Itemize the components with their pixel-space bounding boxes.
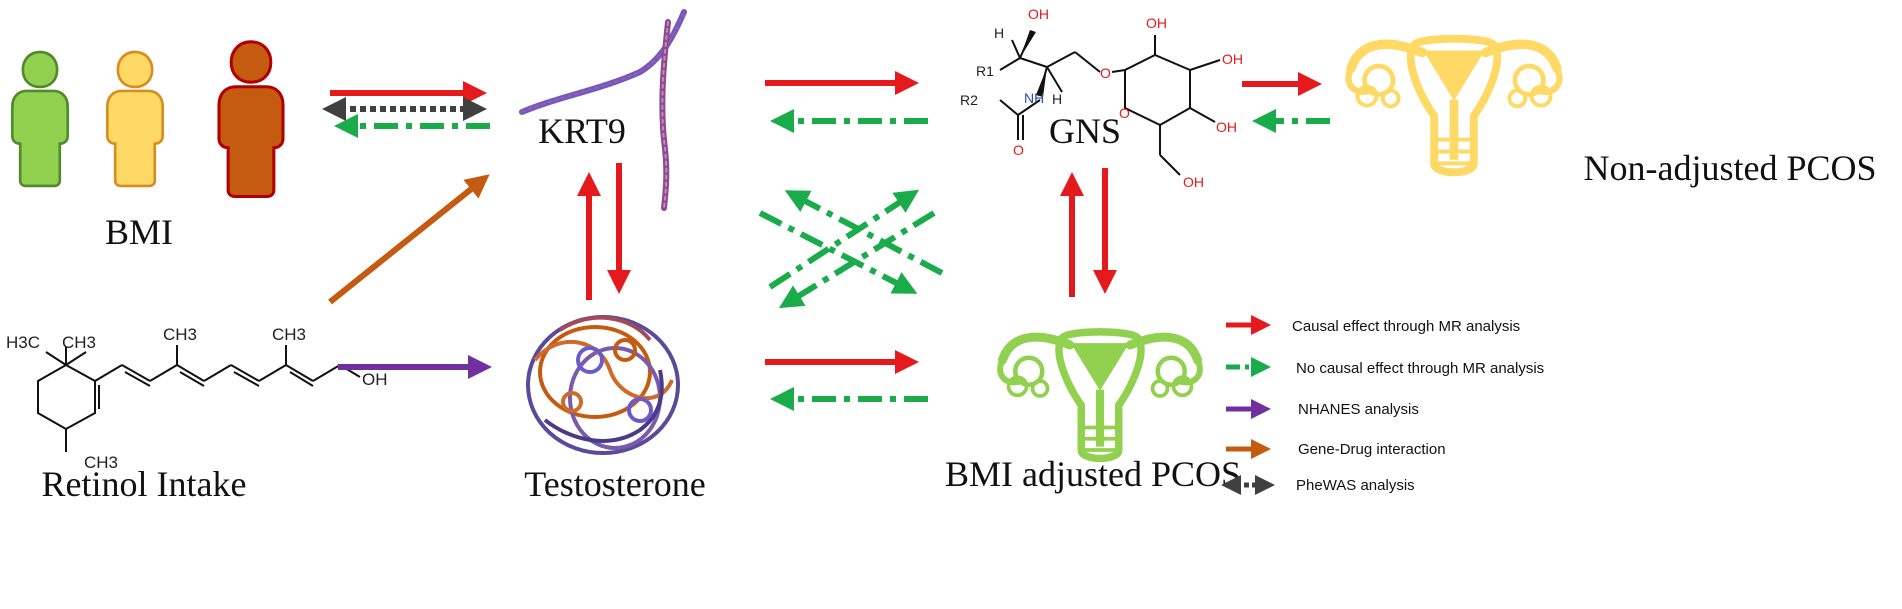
gns-nh: NH — [1024, 90, 1044, 106]
arrow-cross-1 — [784, 190, 944, 276]
retinol-label: Retinol Intake — [42, 464, 247, 504]
legend-label-no-causal: No causal effect through MR analysis — [1296, 360, 1544, 377]
legend-label-nhanes: NHANES analysis — [1298, 401, 1419, 418]
legend-label-phewas: PheWAS analysis — [1296, 477, 1415, 494]
legend-item-phewas: PheWAS analysis — [1221, 475, 1415, 495]
retinol-ch3-bottom: CH3 — [84, 453, 118, 472]
retinol-oh: OH — [362, 370, 388, 389]
legend-item-causal: Causal effect through MR analysis — [1226, 315, 1520, 335]
non-adjusted-pcos-uterus-icon — [1349, 39, 1560, 173]
gns-oh-2: OH — [1222, 51, 1243, 67]
gns-oh-4: OH — [1183, 174, 1204, 190]
non-adjusted-pcos-label: Non-adjusted PCOS — [1583, 148, 1876, 188]
arrow-cross-2 — [758, 210, 918, 294]
legend-label-causal: Causal effect through MR analysis — [1292, 318, 1520, 335]
gns-r2: R2 — [960, 92, 978, 108]
gns-wedge-top — [1020, 30, 1036, 58]
bmi-adjusted-pcos-label: BMI adjusted PCOS — [945, 454, 1241, 494]
gns-oh-3: OH — [1216, 119, 1237, 135]
krt9-label: KRT9 — [538, 111, 626, 151]
bmi-adjusted-pcos-uterus-icon — [1000, 332, 1200, 459]
gns-r1: R1 — [976, 63, 994, 79]
arrow-retinol-krt9-genedrug — [328, 174, 490, 305]
krt9-protein-icon — [519, 9, 687, 211]
arrow-cross-3 — [768, 189, 920, 290]
retinol-h3c: H3C — [6, 333, 40, 352]
arrow-cross-4 — [778, 210, 936, 309]
gns-h-top: H — [994, 25, 1004, 41]
bmi-label: BMI — [105, 212, 173, 252]
arrows — [322, 71, 1330, 411]
retinol-ch3-chain2: CH3 — [272, 325, 306, 344]
legend-label-gene-drug: Gene-Drug interaction — [1298, 441, 1446, 458]
legend-item-nhanes: NHANES analysis — [1226, 399, 1419, 419]
gns-o-ring: O — [1119, 105, 1130, 121]
retinol-structure-icon — [37, 345, 361, 452]
gns-label: GNS — [1049, 111, 1121, 151]
testosterone-label: Testosterone — [524, 464, 705, 504]
gns-oh-1: OH — [1146, 15, 1167, 31]
bmi-people-icon — [10, 39, 285, 198]
gns-oh-top: OH — [1028, 6, 1049, 22]
retinol-ch3-chain1: CH3 — [163, 325, 197, 344]
testosterone-protein-icon — [526, 315, 680, 455]
gns-h-mid: H — [1052, 91, 1062, 107]
retinol-ch3-ring: CH3 — [62, 333, 96, 352]
gns-o-link: O — [1100, 65, 1111, 81]
legend-item-gene-drug: Gene-Drug interaction — [1226, 439, 1446, 459]
legend: Causal effect through MR analysis No cau… — [1221, 315, 1544, 495]
gns-o-carbonyl: O — [1013, 142, 1024, 158]
gns-wedge-mid — [1036, 67, 1047, 97]
legend-item-no-causal: No causal effect through MR analysis — [1226, 357, 1544, 377]
